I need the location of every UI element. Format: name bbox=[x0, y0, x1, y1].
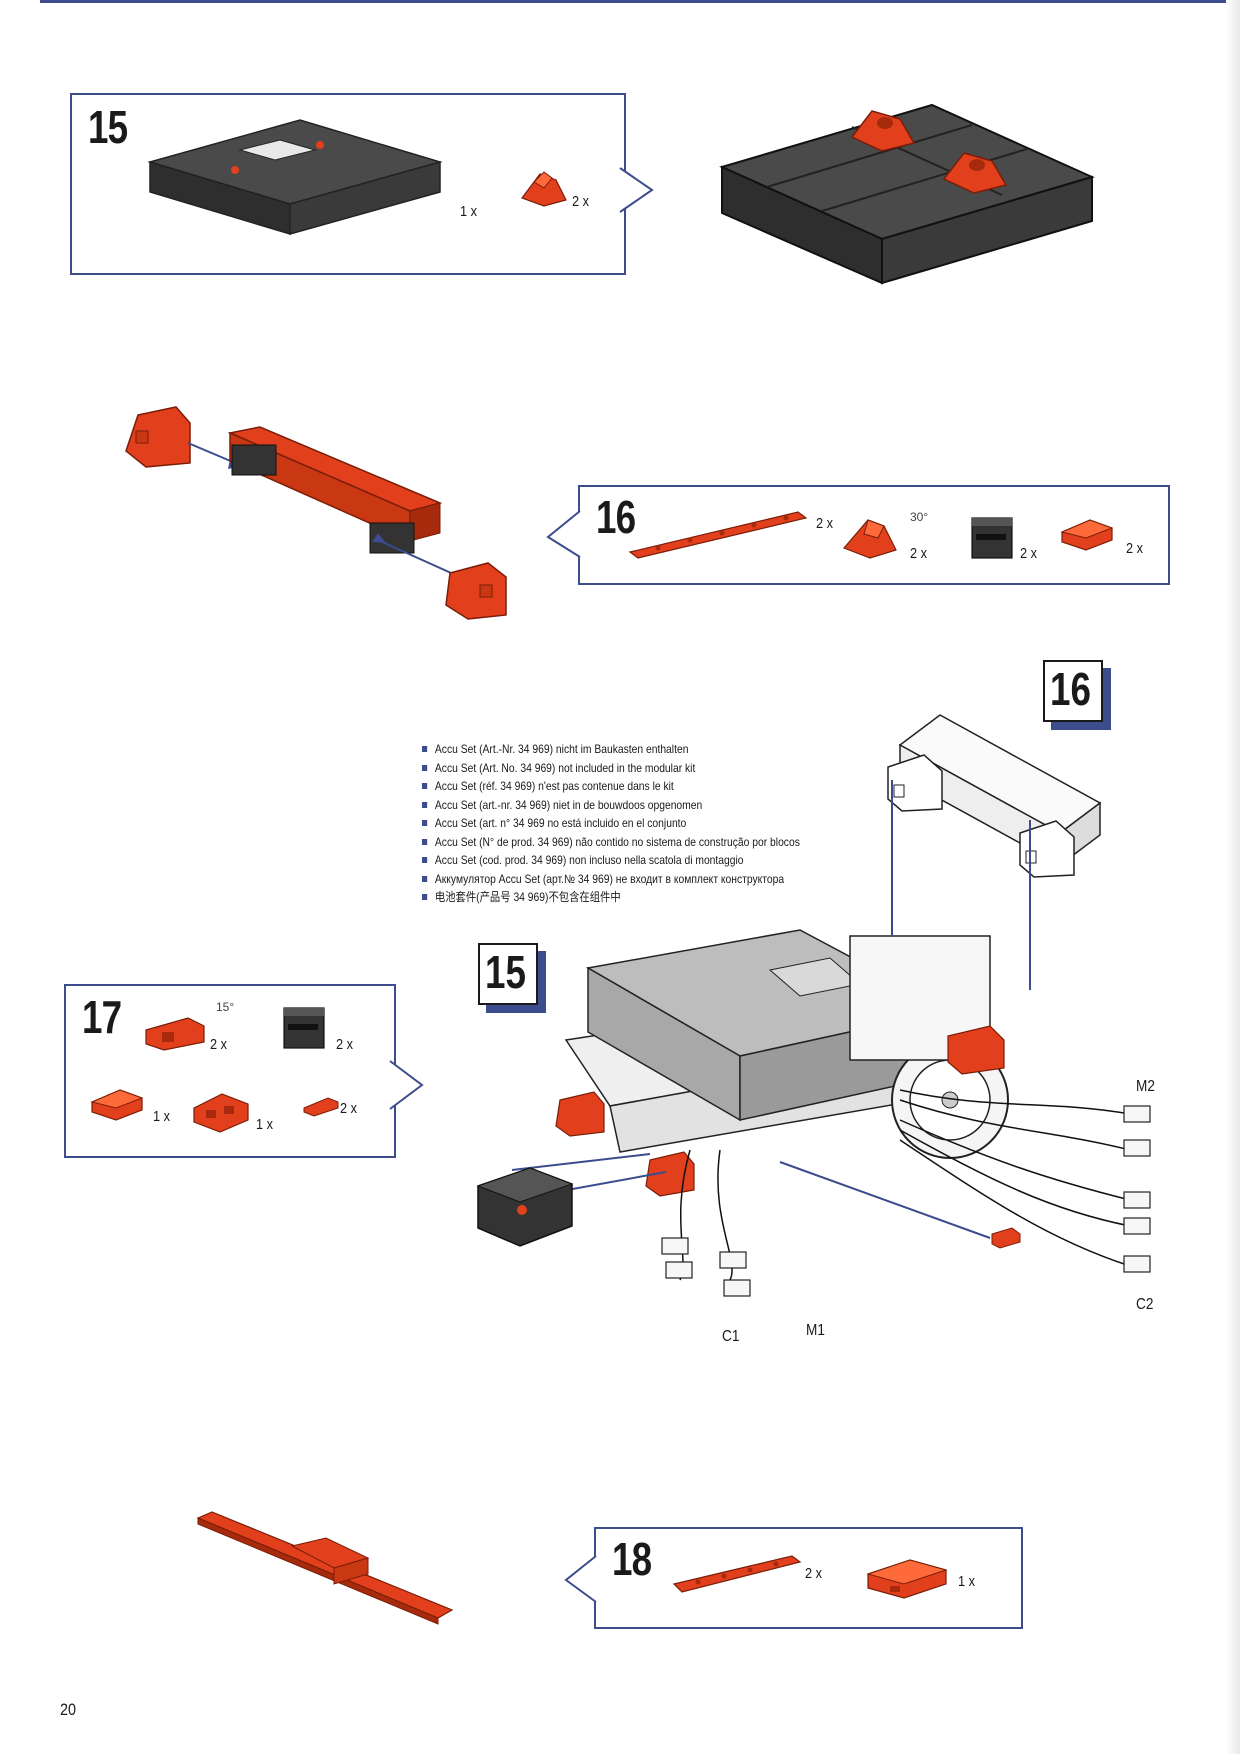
step-18-parts-box bbox=[594, 1527, 1023, 1629]
step-16-qty-2: 2 x bbox=[910, 545, 928, 562]
step-16-reference-badge: 16 bbox=[1043, 660, 1103, 722]
accu-note-en: Accu Set (Art. No. 34 969) not included … bbox=[422, 759, 869, 778]
accu-note-nl: Accu Set (art.-nr. 34 969) niet in de bo… bbox=[422, 796, 869, 815]
accu-set-illustration bbox=[887, 714, 1102, 878]
step-16-angle-30: 30° bbox=[910, 510, 929, 524]
step-17-qty-1: 2 x bbox=[210, 1036, 228, 1053]
step-17-qty-4: 1 x bbox=[256, 1116, 274, 1133]
accu-note-it: Accu Set (cod. prod. 34 969) non incluso… bbox=[422, 851, 869, 870]
robot-assembly-illustration bbox=[511, 780, 1151, 1297]
step-16-qty-3: 2 x bbox=[1020, 545, 1038, 562]
step-16-qty-1: 2 x bbox=[816, 515, 834, 532]
angle-block-30-icon bbox=[842, 519, 897, 559]
accu-note-es: Accu Set (art. n° 34 969 no está incluid… bbox=[422, 814, 869, 833]
step-15-reference-badge: 15 bbox=[478, 943, 538, 1005]
step-17-qty-3: 1 x bbox=[153, 1108, 171, 1125]
step-15-number: 15 bbox=[88, 101, 128, 153]
connector-m2-label: M2 bbox=[1136, 1078, 1155, 1095]
page-number: 20 bbox=[60, 1700, 77, 1719]
small-clip-icon bbox=[303, 1097, 339, 1117]
step-15-qty-2: 2 x bbox=[572, 193, 590, 210]
building-block-large-icon bbox=[476, 1167, 574, 1247]
step-16-assembly-illustration bbox=[125, 406, 507, 620]
building-block-icon bbox=[283, 1007, 325, 1049]
step-17-qty-5: 2 x bbox=[340, 1100, 358, 1117]
step-18-qty-2: 1 x bbox=[958, 1573, 976, 1590]
step-18-callout-pointer bbox=[564, 1555, 597, 1603]
step-17-number: 17 bbox=[82, 991, 122, 1043]
step-17-callout-pointer bbox=[389, 1060, 424, 1110]
accu-set-note: Accu Set (Art.-Nr. 34 969) nicht im Bauk… bbox=[422, 740, 942, 907]
accu-note-pt: Accu Set (N° de prod. 34 969) não contid… bbox=[422, 833, 869, 852]
connector-c1-label: C1 bbox=[722, 1328, 740, 1345]
step-15-reference-number: 15 bbox=[485, 946, 526, 998]
accu-note-zh: 电池套件(产品号 34 969)不包含在组件中 bbox=[422, 888, 869, 907]
step-16-number: 16 bbox=[596, 491, 636, 543]
red-block-icon bbox=[1060, 519, 1114, 551]
double-block-icon bbox=[193, 1093, 249, 1133]
step-17-qty-2: 2 x bbox=[336, 1036, 354, 1053]
hinge-block-icon bbox=[521, 171, 567, 207]
red-block-icon bbox=[90, 1089, 144, 1121]
controller-block-icon bbox=[147, 119, 443, 236]
flat-plate-icon bbox=[628, 511, 808, 559]
step-16-reference-number: 16 bbox=[1050, 663, 1091, 715]
step-17-angle-15: 15° bbox=[216, 1000, 235, 1014]
slotted-block-icon bbox=[866, 1559, 948, 1599]
step-18-assembly-illustration bbox=[196, 1511, 454, 1625]
connector-m1-label: M1 bbox=[806, 1322, 825, 1339]
step-16-callout-pointer bbox=[546, 510, 581, 558]
step-18-number: 18 bbox=[612, 1533, 652, 1585]
step-17-parts-box bbox=[64, 984, 396, 1158]
step-15-assembly-illustration bbox=[719, 103, 1095, 285]
top-rule bbox=[40, 0, 1240, 3]
accu-note-de: Accu Set (Art.-Nr. 34 969) nicht im Bauk… bbox=[422, 740, 869, 759]
building-block-icon bbox=[971, 517, 1013, 559]
angle-block-15-icon bbox=[145, 1017, 205, 1051]
step-15-callout-pointer bbox=[619, 167, 654, 213]
accu-note-ru: Аккумулятор Accu Set (арт.№ 34 969) не в… bbox=[422, 870, 869, 889]
step-18-qty-1: 2 x bbox=[805, 1565, 823, 1582]
flat-plate-icon bbox=[672, 1555, 802, 1593]
step-15-qty-1: 1 x bbox=[460, 203, 478, 220]
accu-note-fr: Accu Set (réf. 34 969) n'est pas contenu… bbox=[422, 777, 869, 796]
page-edge bbox=[1226, 0, 1240, 1754]
step-16-qty-4: 2 x bbox=[1126, 540, 1144, 557]
connector-c2-label: C2 bbox=[1136, 1296, 1154, 1313]
